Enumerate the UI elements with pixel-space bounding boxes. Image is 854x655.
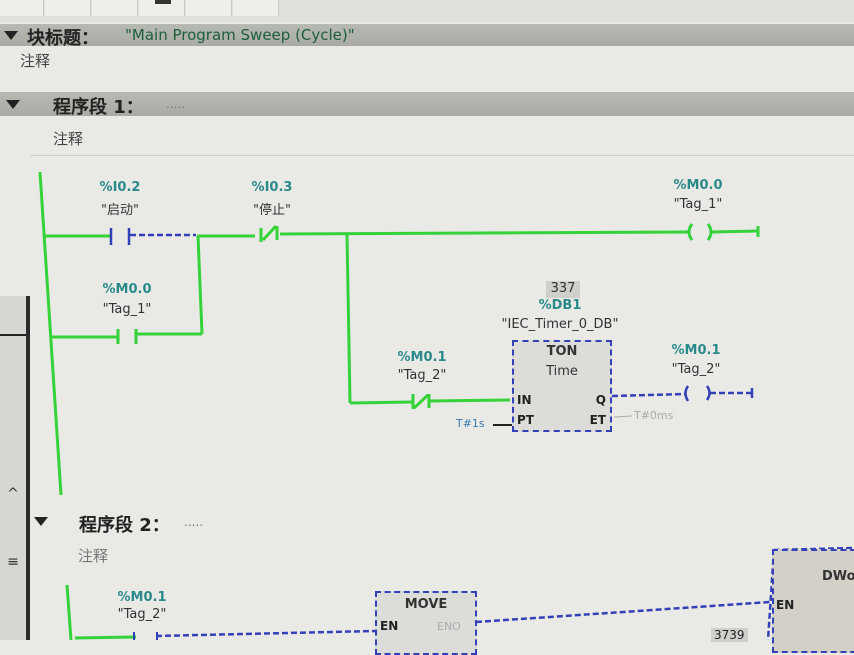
left-side-panel: ^ ≡ bbox=[0, 296, 30, 640]
move-block[interactable]: MOVE EN ENO bbox=[375, 591, 477, 655]
wire bbox=[711, 229, 759, 234]
dword-pin-en: EN bbox=[776, 598, 795, 612]
network-2-header: 程序段 2： ..... bbox=[34, 508, 834, 536]
toolbar-tab[interactable] bbox=[186, 0, 232, 16]
contact-p-tag2-address: %M0.1 bbox=[117, 590, 167, 605]
ton-timer-block[interactable]: TON Time IN PT Q ET bbox=[512, 340, 612, 432]
contact-tag1-tag[interactable]: "Tag_1" bbox=[102, 302, 152, 317]
network-1-label: 程序段 1： bbox=[53, 97, 144, 118]
timer-instance-number: 337 bbox=[546, 281, 580, 298]
move-title: MOVE bbox=[404, 597, 448, 612]
scroll-up-button[interactable]: ^ bbox=[7, 486, 19, 502]
coil-tag1-left bbox=[687, 223, 694, 241]
coil-tag2-address: %M0.1 bbox=[671, 343, 721, 358]
network-1-header: 程序段 1： ..... bbox=[0, 92, 854, 118]
timer-pt-value[interactable]: T#1s bbox=[456, 417, 485, 430]
toolbar-tab[interactable] bbox=[45, 0, 91, 16]
timer-db-address: %DB1 bbox=[538, 298, 582, 313]
toolbar-tab[interactable] bbox=[92, 0, 138, 16]
contact-tag2-address: %M0.1 bbox=[397, 350, 447, 365]
timer-pin-et: ET bbox=[589, 413, 606, 427]
wire bbox=[279, 230, 691, 236]
timer-et-value[interactable]: T#0ms bbox=[634, 409, 674, 422]
toolbar-tab[interactable] bbox=[0, 0, 44, 16]
timer-subtype[interactable]: Time bbox=[546, 364, 578, 379]
contact-stop-tag[interactable]: "停止" bbox=[253, 203, 291, 218]
timer-db-name[interactable]: "IEC_Timer_0_DB" bbox=[501, 317, 619, 332]
contact-start-tag[interactable]: "启动" bbox=[101, 203, 139, 218]
network-2-comment[interactable]: 注释 bbox=[78, 547, 109, 565]
block-title-header: 块标题： "Main Program Sweep (Cycle)" bbox=[0, 24, 854, 49]
value-readout: 3739 bbox=[711, 628, 748, 642]
panel-divider bbox=[0, 334, 26, 336]
timer-pin-q: Q bbox=[595, 393, 606, 407]
toolbar-tab[interactable] bbox=[233, 0, 279, 16]
power-rail bbox=[38, 171, 63, 496]
coil-tag1-right bbox=[706, 223, 713, 241]
block-title-value[interactable]: "Main Program Sweep (Cycle)" bbox=[125, 26, 355, 44]
contact-tag2-tag[interactable]: "Tag_2" bbox=[397, 368, 447, 383]
coil-tag1-tag[interactable]: "Tag_1" bbox=[673, 197, 723, 212]
network-2-label: 程序段 2： bbox=[79, 515, 170, 536]
comment-separator bbox=[30, 155, 854, 156]
timer-pin-pt: PT bbox=[517, 413, 534, 427]
coil-tag1-address: %M0.0 bbox=[673, 178, 723, 193]
move-pin-en: EN bbox=[380, 619, 399, 633]
network-2-title[interactable]: ..... bbox=[184, 515, 204, 529]
network-1-comment[interactable]: 注释 bbox=[53, 130, 84, 148]
network-1-title[interactable]: ..... bbox=[166, 97, 186, 111]
collapse-triangle-icon[interactable] bbox=[34, 517, 48, 526]
block-comment[interactable]: 注释 bbox=[20, 52, 51, 70]
block-title-label: 块标题： bbox=[27, 28, 99, 49]
timer-type: TON bbox=[546, 344, 578, 359]
collapse-triangle-icon[interactable] bbox=[4, 31, 18, 40]
dword-block-title: DWor bbox=[822, 569, 854, 584]
panel-menu-icon[interactable]: ≡ bbox=[7, 554, 19, 570]
tab-strip bbox=[0, 0, 854, 22]
et-wire bbox=[613, 415, 633, 418]
contact-p-tag2-tag[interactable]: "Tag_2" bbox=[117, 607, 167, 622]
ladder-diagram bbox=[38, 171, 854, 640]
toolbar-tab[interactable] bbox=[139, 0, 185, 16]
collapse-triangle-icon[interactable] bbox=[6, 100, 20, 109]
toolbar-icon bbox=[155, 0, 171, 4]
move-pin-eno: ENO bbox=[437, 620, 461, 633]
contact-stop-address: %I0.3 bbox=[251, 180, 293, 195]
contact-start-address: %I0.2 bbox=[99, 180, 141, 195]
contact-tag1-address: %M0.0 bbox=[102, 282, 152, 297]
dword-block[interactable]: DWor EN bbox=[772, 549, 854, 653]
coil-tag2-tag[interactable]: "Tag_2" bbox=[671, 362, 721, 377]
timer-pin-in: IN bbox=[517, 393, 532, 407]
